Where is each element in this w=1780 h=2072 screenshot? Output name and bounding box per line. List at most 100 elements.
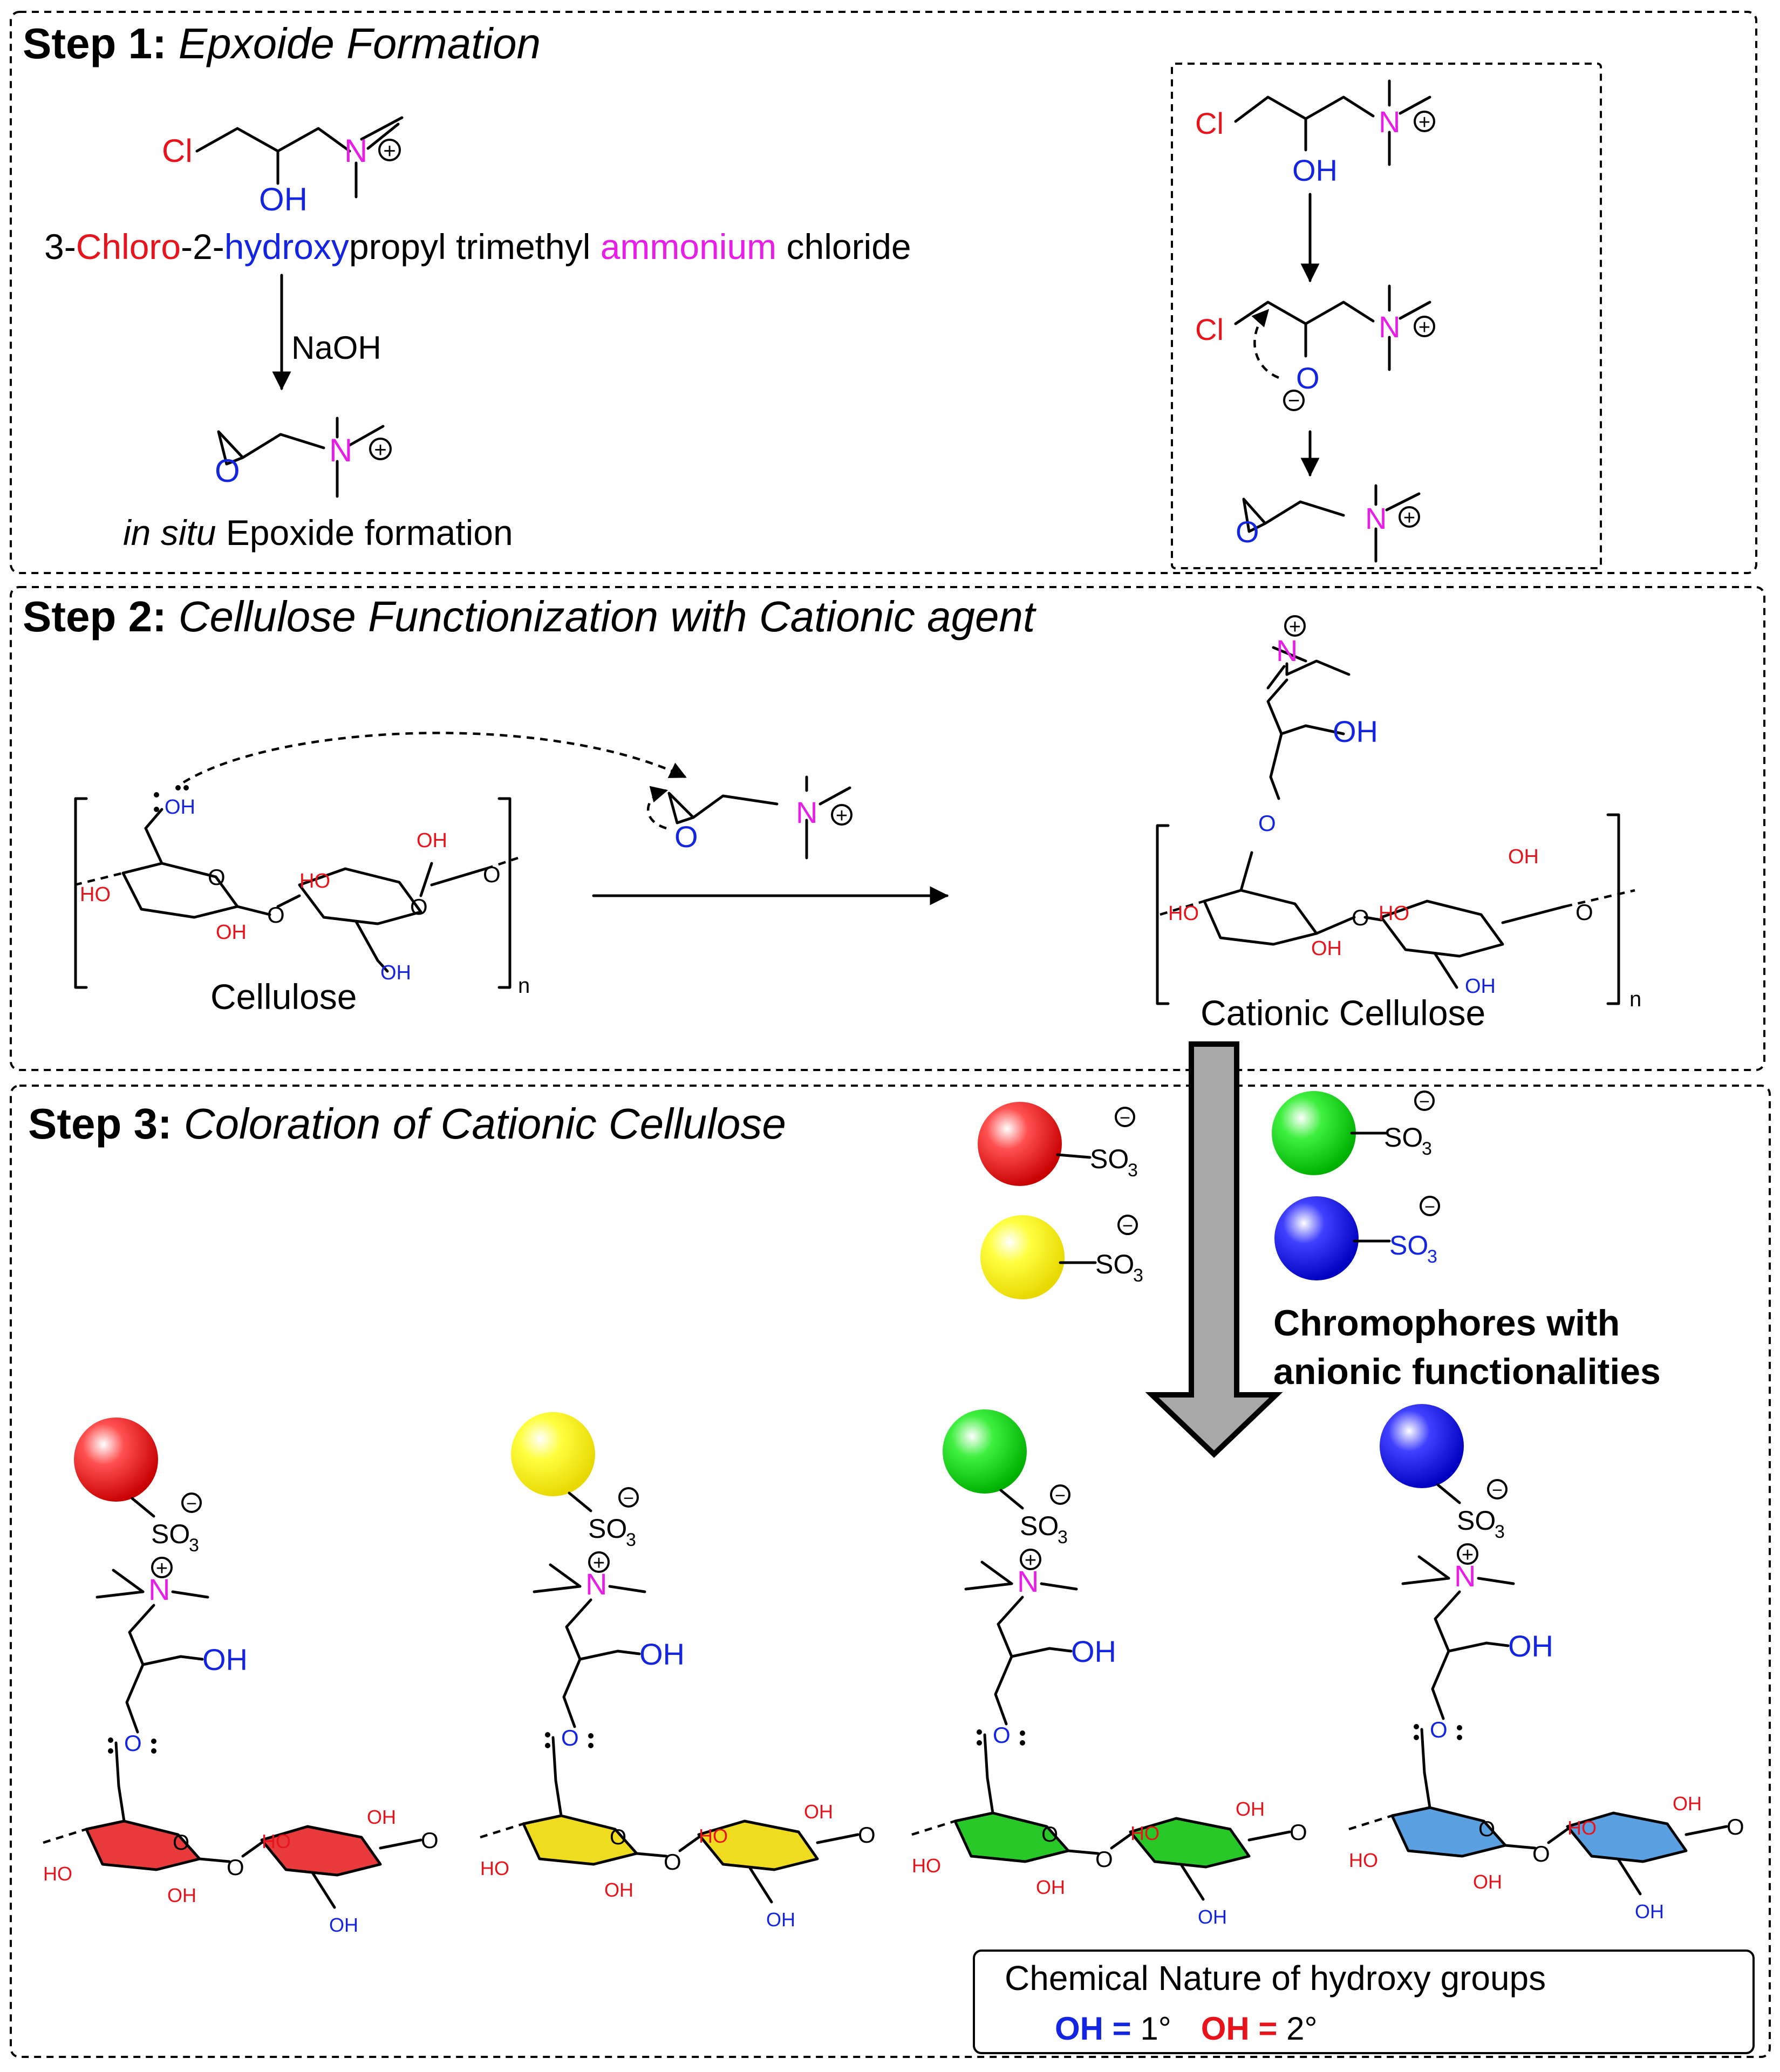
glycosidic-bond <box>1504 1844 1537 1850</box>
svg-text:−: − <box>1419 1092 1430 1112</box>
sulfonate-bond <box>568 1491 592 1512</box>
cell-n: n <box>518 974 530 998</box>
sulfonate-label: SO <box>151 1519 190 1549</box>
glycosidic-o: O <box>664 1849 681 1875</box>
step2-title-text: Cellulose Functionization with Cationic … <box>179 592 1036 640</box>
svg-text:SO: SO <box>1389 1230 1428 1260</box>
mech1-n: N <box>1379 105 1400 139</box>
plus-charge <box>588 1551 610 1573</box>
svg-text:SO: SO <box>1090 1144 1129 1174</box>
methyl-bond <box>1477 1577 1515 1585</box>
chromophore-red: SO3 − <box>978 1102 1138 1186</box>
methyl-bond <box>96 1590 145 1599</box>
ammonium-n: N <box>344 133 367 169</box>
cationic-cellulose-label: Cationic Cellulose <box>1201 993 1485 1033</box>
step2-epoxide-plus-sign: + <box>836 805 848 827</box>
sulfonate-subscript: 3 <box>626 1530 636 1550</box>
epoxide-molecule: O N + <box>215 417 392 498</box>
dye-sphere-green <box>943 1409 1027 1494</box>
ring-oh-primary: OH <box>766 1909 795 1931</box>
linker-oh: OH <box>1508 1629 1553 1663</box>
chromophore-blue: SO3 − <box>1274 1196 1440 1280</box>
product-o-end: O <box>1576 899 1593 925</box>
ring-ho: HO <box>912 1855 941 1877</box>
chain-continuation <box>480 1822 524 1839</box>
ring-oh: OH <box>1473 1871 1502 1893</box>
step1-mechanism-inset <box>1171 63 1602 569</box>
hydroxy-group: OH <box>259 181 308 217</box>
epoxide-plus-charge <box>369 438 392 460</box>
mech2-cl: Cl <box>1195 312 1224 346</box>
linker-chain <box>125 1663 145 1734</box>
glycosidic-o: O <box>1290 1819 1307 1845</box>
product-n-sub: n <box>1629 987 1641 1011</box>
product-n: N <box>1276 633 1298 667</box>
product-ho-1: HO <box>1168 902 1199 925</box>
product-plus-sign: + <box>1289 616 1301 638</box>
ring-oh: OH <box>604 1879 633 1901</box>
linker-oh: OH <box>202 1642 248 1676</box>
step1-panel <box>10 11 1757 574</box>
product-oh-5: OH <box>1465 975 1496 998</box>
name-part-1: 3- <box>44 227 76 267</box>
chromophore-caption: Chromophores with anionic functionalitie… <box>1273 1303 1661 1392</box>
glycosidic-bond <box>1684 1825 1728 1836</box>
caption-text: Epoxide formation <box>216 513 513 553</box>
lone-pair-dot <box>154 792 159 798</box>
cell-oh-4: OH <box>417 829 447 852</box>
mech3-n: N <box>1365 501 1387 535</box>
name-part-3: -2- <box>181 227 224 267</box>
cell-ho-3: HO <box>299 870 330 892</box>
methyl-bond <box>1401 1577 1450 1585</box>
coloration-arrow <box>1145 1041 1283 1458</box>
ring-bond <box>1617 1858 1642 1896</box>
mech2-plus-sign: + <box>1418 316 1430 339</box>
cell-o-ring2: O <box>410 894 428 919</box>
sulfonate-bond <box>999 1489 1024 1510</box>
linker-chain <box>1434 1590 1510 1653</box>
ring-bond <box>311 1872 336 1909</box>
naoh-label: NaOH <box>291 330 381 366</box>
chloro-atom: Cl <box>162 133 193 169</box>
glycosidic-bond <box>1247 1830 1291 1842</box>
methyl-bond <box>171 1590 209 1599</box>
chain-ammonium-n: N <box>1454 1559 1476 1593</box>
lone-pair-dot <box>108 1737 113 1743</box>
lone-pair-dot <box>1020 1730 1025 1736</box>
ring-bond <box>983 1733 989 1780</box>
chptac-molecule: Cl OH N + <box>162 116 404 217</box>
lone-pair-dot <box>1457 1735 1462 1740</box>
product-oh-side: OH <box>1333 714 1378 748</box>
methyl-bond <box>964 1582 1013 1591</box>
chromophore-green: SO3 − <box>1272 1090 1435 1175</box>
glycosidic-o: O <box>1532 1841 1550 1866</box>
cell-ho-1: HO <box>80 883 111 906</box>
svg-text:−: − <box>1122 1216 1133 1236</box>
legend-primary-oh: OH <box>1055 2010 1103 2047</box>
lone-pair-dot <box>151 1739 156 1744</box>
epoxide-caption: in situ Epoxide formation <box>123 513 513 553</box>
linker-oh: OH <box>1071 1634 1116 1668</box>
chain-ammonium-n: N <box>585 1567 607 1601</box>
plus-sign: + <box>1025 1549 1036 1572</box>
plus-charge <box>1457 1543 1478 1565</box>
dye-sphere-red <box>74 1417 158 1502</box>
linker-o: O <box>124 1730 142 1756</box>
sulfonate-subscript: 3 <box>189 1535 199 1556</box>
name-part-chloro: Chloro <box>76 227 181 267</box>
ring-ho: HO <box>480 1857 509 1879</box>
mech-alkoxide: Cl O − N + <box>1195 284 1435 412</box>
lone-pair-dot <box>1414 1735 1419 1740</box>
svg-text:−: − <box>1424 1197 1435 1217</box>
step3-label: Step 3: <box>28 1100 172 1148</box>
glycosidic-bond <box>1067 1849 1100 1855</box>
plus-charge <box>1020 1549 1041 1570</box>
step3-title-text: Coloration of Cationic Cellulose <box>184 1100 786 1148</box>
methyl-bond <box>112 1569 145 1593</box>
svg-text:−: − <box>1120 1108 1130 1128</box>
ring-oh: OH <box>1673 1792 1702 1815</box>
plus-charge <box>378 139 401 161</box>
ring-ho: HO <box>262 1830 291 1852</box>
name-part-5: propyl trimethyl <box>349 227 601 267</box>
